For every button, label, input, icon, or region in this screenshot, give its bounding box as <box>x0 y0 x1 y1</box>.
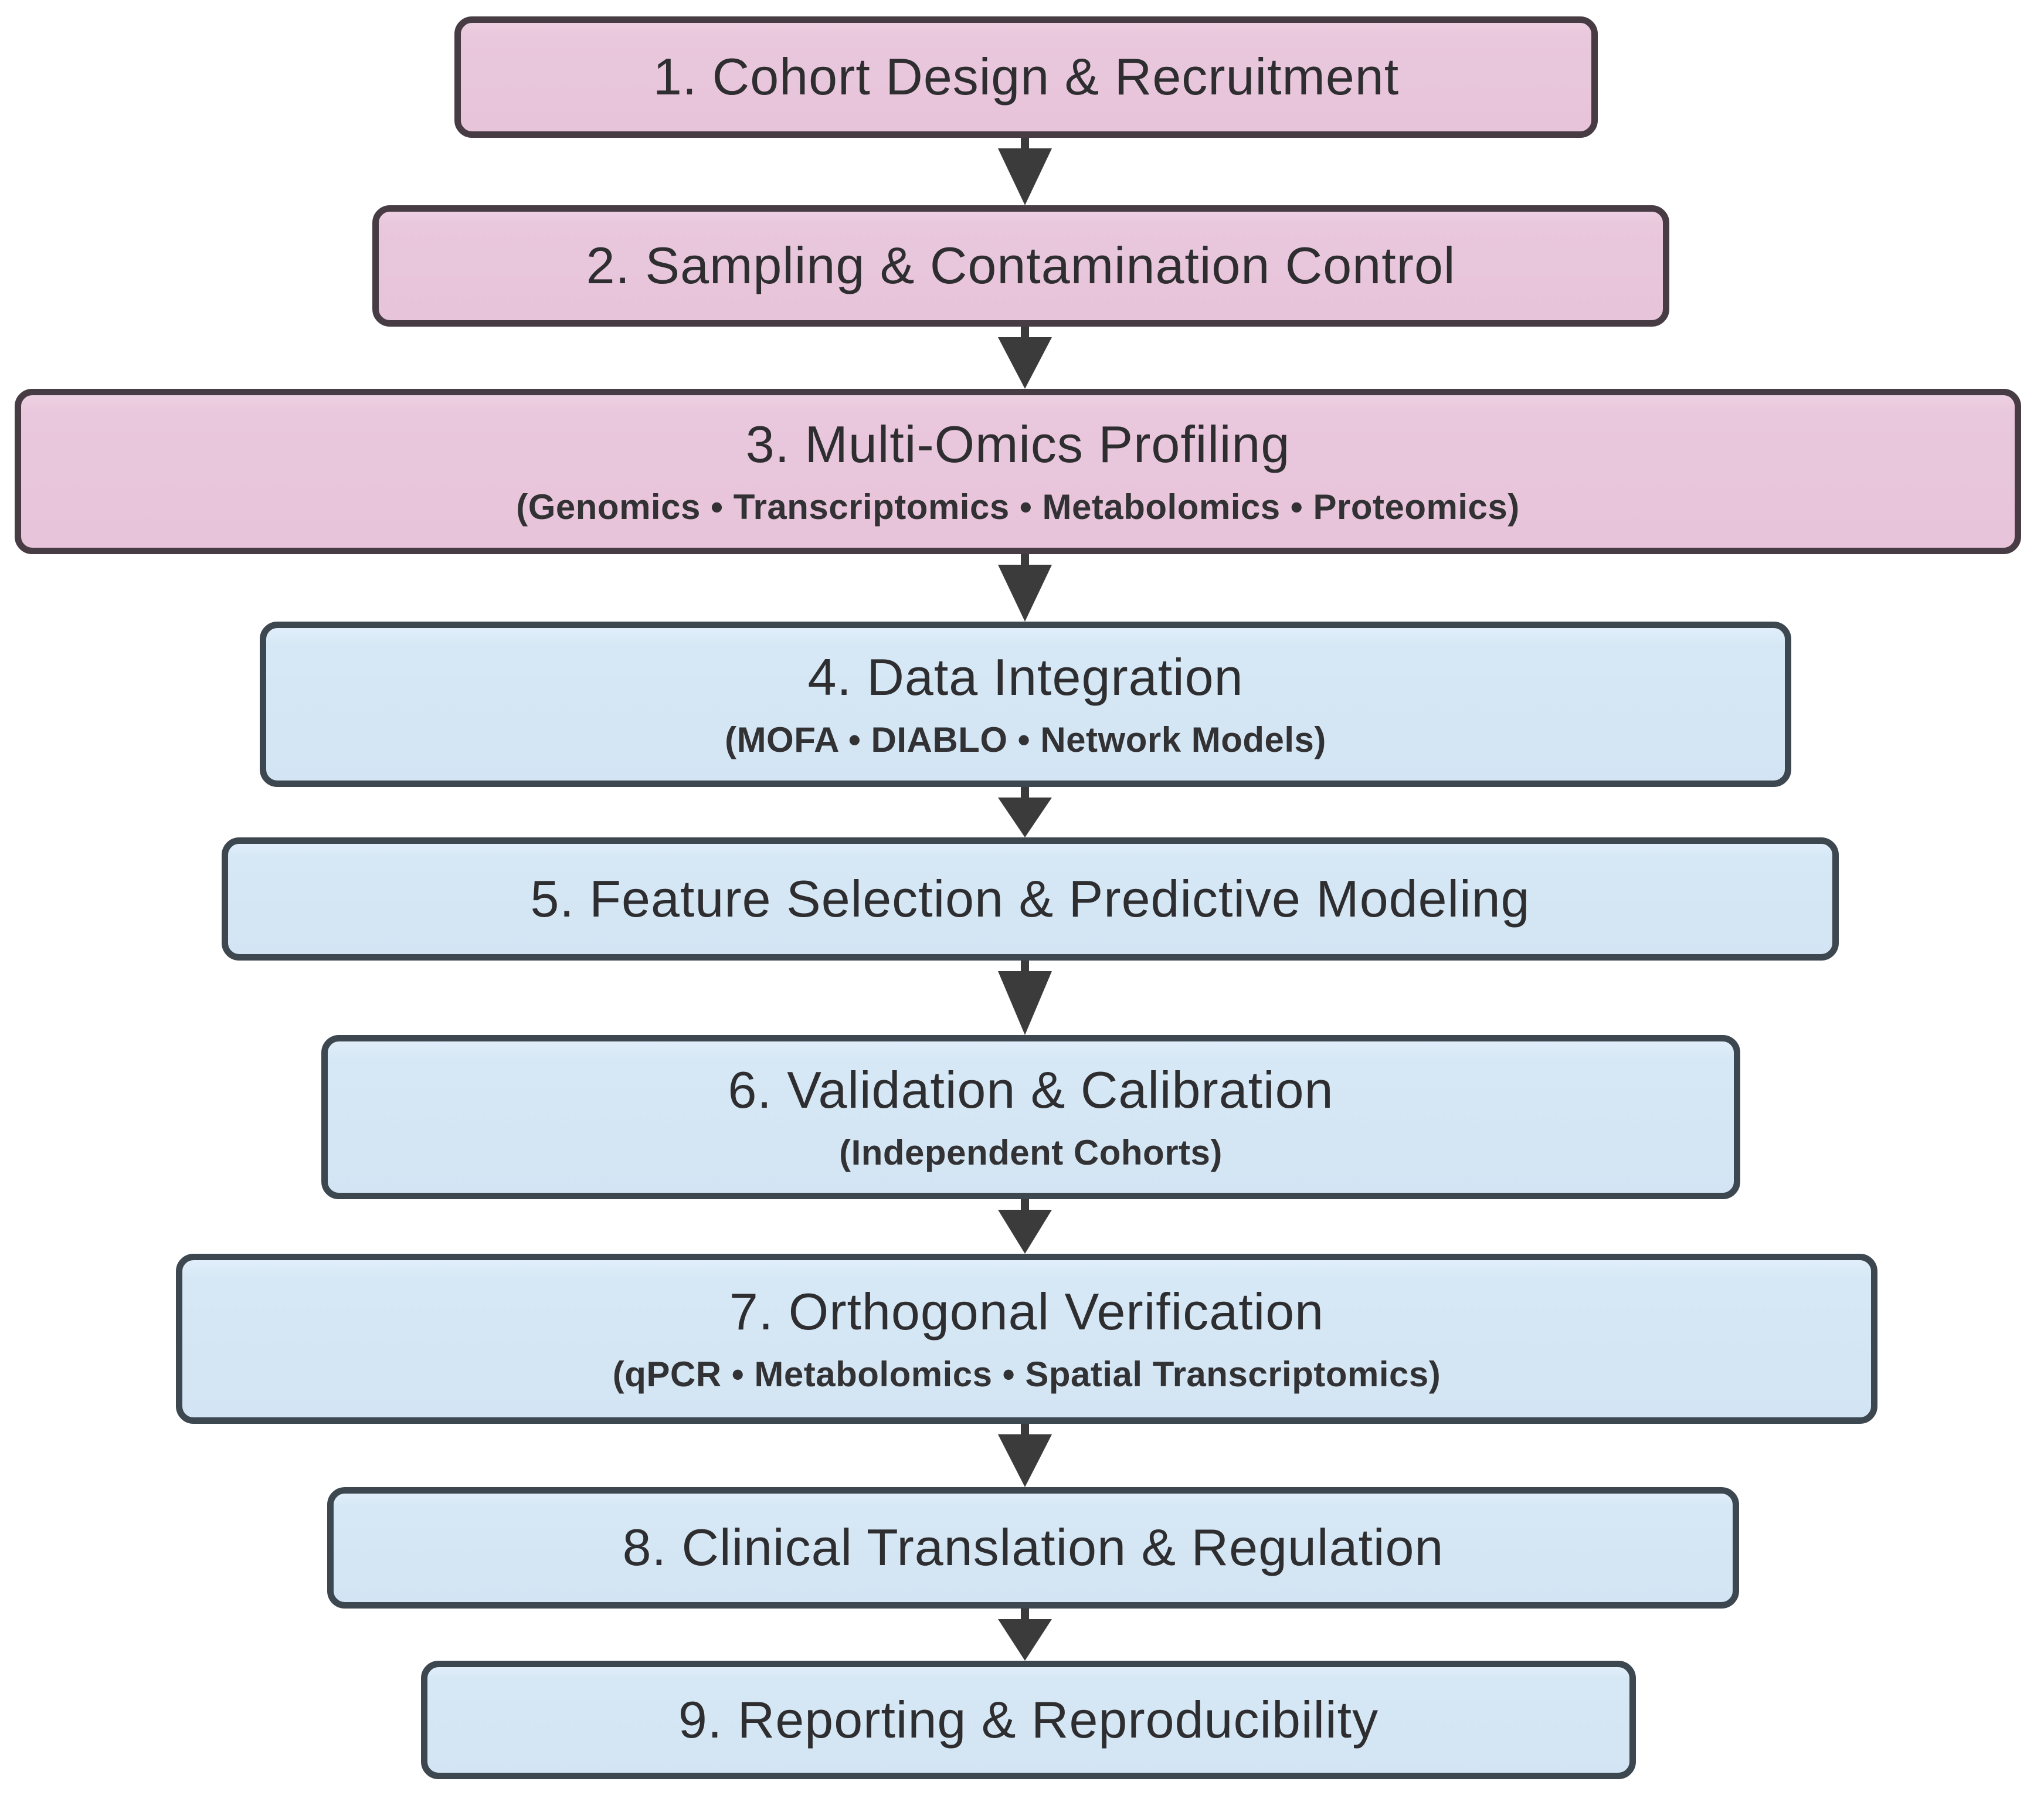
step-title: 1. Cohort Design & Recruitment <box>653 47 1400 106</box>
arrow-down-icon <box>998 787 1052 837</box>
flow-step-2-sampling: 2. Sampling & Contamination Control <box>372 205 1669 327</box>
arrow-down-icon <box>998 327 1052 389</box>
step-subtitle: (MOFA • DIABLO • Network Models) <box>725 720 1326 759</box>
flow-step-1-cohort-design: 1. Cohort Design & Recruitment <box>454 16 1598 138</box>
arrow-down-icon <box>998 138 1052 205</box>
arrow-stem <box>1021 1609 1029 1619</box>
arrow-head <box>998 971 1052 1035</box>
arrow-stem <box>1021 138 1029 148</box>
step-subtitle: (qPCR • Metabolomics • Spatial Transcrip… <box>612 1354 1441 1394</box>
step-title: 6. Validation & Calibration <box>728 1061 1334 1119</box>
arrow-stem <box>1021 327 1029 337</box>
step-title: 3. Multi-Omics Profiling <box>745 415 1291 474</box>
arrow-stem <box>1021 787 1029 798</box>
arrow-down-icon <box>998 1199 1052 1254</box>
arrow-head <box>998 1210 1052 1254</box>
arrow-stem <box>1021 961 1029 971</box>
flow-step-7-orthogonal-verification: 7. Orthogonal Verification (qPCR • Metab… <box>176 1254 1877 1424</box>
arrow-head <box>998 148 1052 205</box>
arrow-head <box>998 565 1052 622</box>
arrow-head <box>998 1619 1052 1661</box>
flow-step-6-validation-calibration: 6. Validation & Calibration (Independent… <box>321 1035 1740 1199</box>
arrow-stem <box>1021 554 1029 565</box>
step-subtitle: (Independent Cohorts) <box>839 1132 1223 1172</box>
step-title: 4. Data Integration <box>807 648 1244 707</box>
arrow-down-icon <box>998 961 1052 1035</box>
step-title: 5. Feature Selection & Predictive Modeli… <box>530 869 1530 928</box>
flow-step-9-reporting: 9. Reporting & Reproducibility <box>421 1661 1636 1779</box>
step-title: 2. Sampling & Contamination Control <box>586 236 1456 295</box>
arrow-stem <box>1021 1199 1029 1210</box>
arrow-down-icon <box>998 554 1052 622</box>
arrow-head <box>998 798 1052 837</box>
arrow-stem <box>1021 1424 1029 1434</box>
flow-step-4-data-integration: 4. Data Integration (MOFA • DIABLO • Net… <box>260 622 1791 787</box>
flow-step-5-feature-selection: 5. Feature Selection & Predictive Modeli… <box>222 837 1839 961</box>
step-title: 9. Reporting & Reproducibility <box>678 1690 1379 1749</box>
step-subtitle: (Genomics • Transcriptomics • Metabolomi… <box>516 487 1520 527</box>
arrow-down-icon <box>998 1609 1052 1661</box>
arrow-head <box>998 337 1052 389</box>
arrow-down-icon <box>998 1424 1052 1487</box>
flow-step-3-multi-omics-profiling: 3. Multi-Omics Profiling (Genomics • Tra… <box>15 389 2021 554</box>
step-title: 8. Clinical Translation & Regulation <box>622 1518 1444 1577</box>
step-title: 7. Orthogonal Verification <box>729 1282 1325 1341</box>
flow-step-8-clinical-translation: 8. Clinical Translation & Regulation <box>327 1487 1739 1609</box>
arrow-head <box>998 1434 1052 1487</box>
